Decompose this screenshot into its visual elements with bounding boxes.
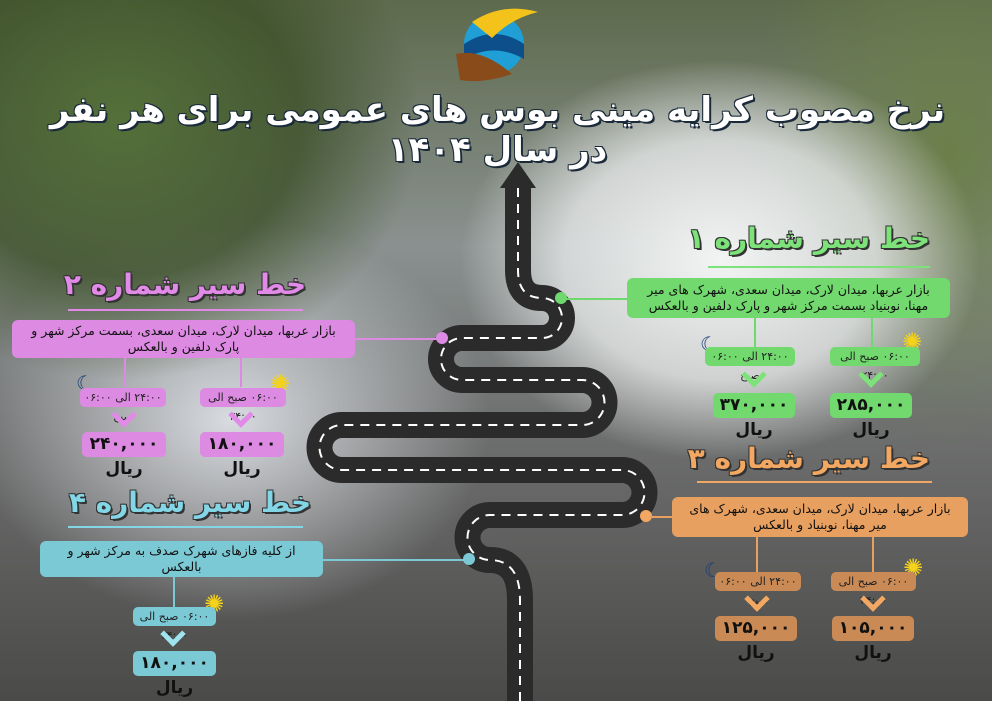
route-3-night-hours: ۲۴:۰۰ الی ۰۶:۰۰ صبح <box>715 572 801 607</box>
route-4-marker <box>463 553 475 565</box>
route-4-heading: خط سیر شماره ۴ <box>68 486 312 519</box>
route-3-marker <box>640 510 652 522</box>
route-3-description: بازار عربها، میدان لارک، میدان سعدی، شهر… <box>672 497 968 537</box>
route-2-description: بازار عربها، میدان لارک، میدان سعدی، بسم… <box>12 320 355 358</box>
route-2-marker <box>436 332 448 344</box>
connector <box>872 537 874 572</box>
connector <box>650 516 672 518</box>
route-3-heading: خط سیر شماره ۳ <box>687 442 930 475</box>
page-title: نرخ مصوب کرایه مینی بوس های عمومی برای ه… <box>49 90 946 170</box>
divider <box>68 526 303 528</box>
route-2-day-price: ۱۸۰,۰۰۰ ریال <box>200 432 284 479</box>
route-2-night-hours: ۲۴:۰۰ الی ۰۶:۰۰ صبح <box>80 388 166 423</box>
route-4-day-price: ۱۸۰,۰۰۰ ریال <box>133 651 216 698</box>
route-3-day-hours: ۰۶:۰۰ صبح الی ۲۴:۰۰ <box>831 572 916 607</box>
connector <box>173 577 175 607</box>
route-3-night-price: ۱۲۵,۰۰۰ ریال <box>715 616 797 663</box>
connector <box>124 358 126 387</box>
route-2-day-hours: ۰۶:۰۰ صبح الی ۲۴:۰۰ <box>200 388 286 423</box>
route-3-day-price: ۱۰۵,۰۰۰ ریال <box>832 616 914 663</box>
route-2-night-price: ۲۴۰,۰۰۰ ریال <box>82 432 166 479</box>
road-arrow-icon <box>500 162 536 188</box>
route-1-heading: خط سیر شماره ۱ <box>687 222 930 255</box>
connector <box>756 537 758 572</box>
route-1-night-hours: ۲۴:۰۰ الی ۰۶:۰۰ صبح <box>705 347 795 382</box>
route-1-day-price: ۲۸۵,۰۰۰ ریال <box>830 393 912 440</box>
route-1-description: بازار عربها، میدان لارک، میدان سعدی، شهر… <box>627 278 950 318</box>
route-4-day-hours: ۰۶:۰۰ صبح الی ۲۴:۰۰ <box>133 607 216 642</box>
divider <box>708 266 930 268</box>
connector <box>871 318 873 347</box>
route-1-night-price: ۳۷۰,۰۰۰ ریال <box>713 393 795 440</box>
route-1-day-hours: ۰۶:۰۰ صبح الی ۲۴:۰۰ <box>830 347 920 382</box>
route-1-marker <box>555 292 567 304</box>
route-4-description: از کلیه فازهای شهرک صدف به مرکز شهر و با… <box>40 541 323 577</box>
connector <box>566 298 628 300</box>
connector <box>323 559 465 561</box>
divider <box>697 481 932 483</box>
connector <box>240 358 242 387</box>
connector <box>754 318 756 347</box>
divider <box>68 309 303 311</box>
organization-logo <box>452 4 542 86</box>
route-2-heading: خط سیر شماره ۲ <box>63 268 307 301</box>
connector <box>355 338 437 340</box>
